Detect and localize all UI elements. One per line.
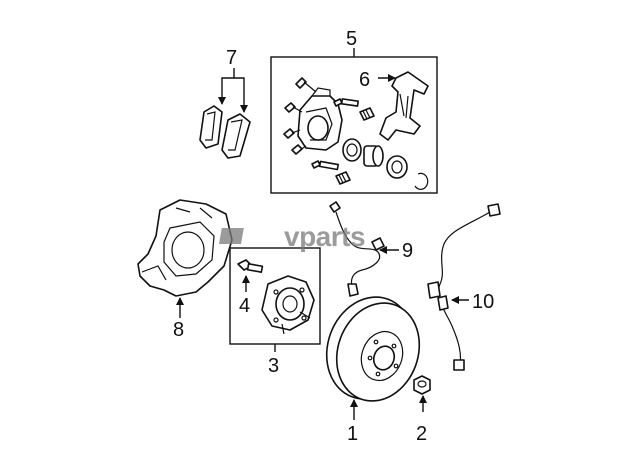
caliper-boots-part[interactable] (335, 107, 375, 185)
caliper-bolts-part[interactable] (283, 77, 360, 171)
callout-9-label: 9 (402, 240, 413, 262)
watermark-mark: L (264, 229, 273, 245)
brake-rotor-part[interactable] (313, 285, 433, 413)
callout-5-label: 5 (346, 28, 357, 50)
callout-8-label: 8 (173, 319, 184, 341)
abs-sensor-part[interactable] (427, 203, 501, 371)
callout-3-label: 3 (268, 355, 279, 377)
caliper-support-bracket-part[interactable] (379, 71, 429, 141)
callout-7-leader-a (218, 68, 235, 105)
callout-2-label: 2 (416, 423, 427, 445)
lug-nut-part[interactable] (413, 375, 431, 395)
callout-6-label: 6 (359, 69, 370, 91)
callout-7-label: 7 (226, 47, 237, 69)
callout-7-leader-b (234, 77, 248, 113)
callout-4-label: 4 (239, 295, 250, 317)
vparts-watermark: L vparts (218, 221, 366, 252)
caliper-body-part[interactable] (297, 87, 343, 151)
hub-bolt-part[interactable] (237, 259, 264, 273)
callout-10-label: 10 (472, 291, 494, 313)
brake-pad-inner-part[interactable] (199, 105, 223, 149)
hub-bearing-part[interactable] (261, 275, 315, 335)
splash-shield-part[interactable] (137, 199, 233, 297)
brake-pad-outer-part[interactable] (221, 113, 251, 159)
piston-and-seals-part[interactable] (342, 138, 429, 190)
watermark-text: vparts (284, 221, 365, 252)
callout-1-label: 1 (347, 423, 358, 445)
